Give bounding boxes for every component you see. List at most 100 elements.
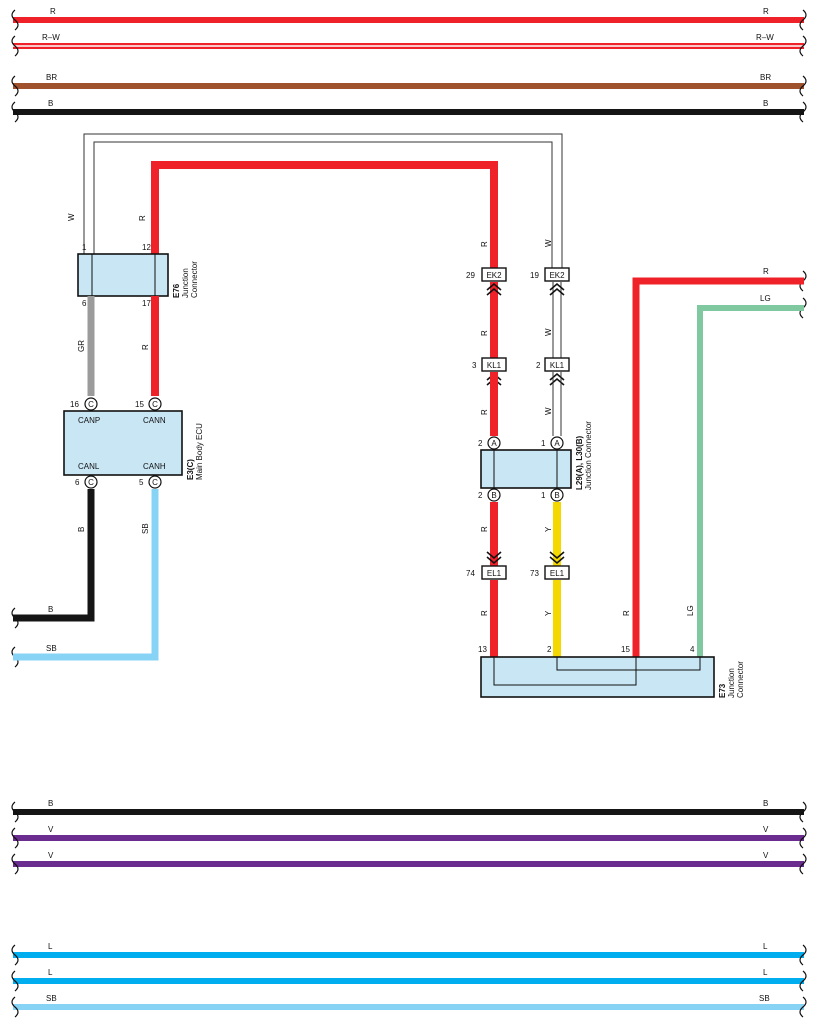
break-mark-right-10: [799, 996, 807, 1018]
ecu-pin-15-circle: [148, 397, 162, 411]
bus-wire-sb: SB SB: [13, 994, 804, 1010]
ek2-left-chevron-1: [486, 282, 502, 291]
wire-label-y-e73: Y: [544, 610, 553, 616]
wire-r-top: [151, 161, 498, 268]
kl1-chevrons: [486, 372, 565, 386]
bus-wire-br-right-label: BR: [760, 73, 771, 82]
wire-label-lg-e73: LG: [686, 605, 695, 616]
e73-pin-4: 4: [690, 645, 695, 654]
e76-id: E76: [172, 283, 181, 298]
el1-right-name: EL1: [550, 569, 565, 578]
bus-wire-v-2-right-label: V: [763, 851, 769, 860]
kl1-right-chevron-1: [549, 372, 565, 381]
ecu-signal-canp: CANP: [78, 416, 100, 425]
e73-pin-2: 2: [547, 645, 552, 654]
bus-wire-l-2-right-label: L: [763, 968, 768, 977]
el1-left-name: EL1: [487, 569, 502, 578]
e73-pin-15: 15: [621, 645, 630, 654]
break-mark-left-9: [11, 970, 19, 992]
l29-pin-1a-letter: A: [554, 439, 560, 448]
wire-label-w-left: W: [67, 213, 76, 221]
ecu-id: E3(C): [186, 459, 195, 480]
e76-pin-17: 17: [142, 299, 151, 308]
wire-label-b-ecu: B: [77, 527, 86, 532]
ecu-pin-5: 5: [139, 478, 144, 487]
break-mark-right-3: [799, 75, 807, 97]
ek2-right-chevron-2: [549, 287, 565, 296]
ek2-right-tag: [544, 267, 570, 282]
bus-wire-br: BR BR: [13, 73, 804, 89]
break-mark-right-9: [799, 970, 807, 992]
l29-pin-1b-letter: B: [554, 491, 559, 500]
wire-label-w-ek2-top: W: [544, 239, 553, 247]
ek2-left-name: EK2: [486, 271, 502, 280]
kl1-right-chevron-2: [549, 377, 565, 386]
break-mark-left-10: [11, 996, 19, 1018]
e76-pin-6: 6: [82, 299, 87, 308]
el1-connectors: EL1 74 EL1 73: [466, 565, 570, 580]
bus-wire-b-mid-left-label: B: [48, 799, 53, 808]
el1-chevrons: [486, 551, 565, 565]
break-mark-right-6: [799, 827, 807, 849]
ecu-signal-canl: CANL: [78, 462, 100, 471]
l29-pin-1a-circle: [550, 436, 564, 450]
bus-wire-br-left-label: BR: [46, 73, 57, 82]
bus-wire-r-w-left-label: R–W: [42, 33, 60, 42]
wire-label-r-top: R: [138, 215, 147, 221]
break-mark-right-1: [799, 9, 807, 31]
e73-name-2: Connector: [736, 661, 745, 698]
bus-wire-l-2-left-label: L: [48, 968, 53, 977]
e73-name: Junction: [727, 668, 736, 698]
wire-label-w-l29: W: [544, 407, 553, 415]
bus-lines: R R R–W R–W BR BR B B B B V V: [13, 7, 804, 1010]
l29-pin-2b-letter: B: [491, 491, 496, 500]
e76-name-2: Connector: [190, 261, 199, 298]
wire-b-ecu: [13, 489, 95, 622]
bus-wire-b-mid: B B: [13, 799, 804, 815]
bus-wire-v-2-left-label: V: [48, 851, 54, 860]
ek2-right-pin: 19: [530, 271, 539, 280]
ek2-chevrons: [486, 282, 565, 296]
kl1-right-name: KL1: [550, 361, 565, 370]
el1-left-tag: [481, 565, 507, 580]
bus-wire-r-w-right-label: R–W: [756, 33, 774, 42]
ek2-connectors: EK2 29 EK2 19: [466, 267, 570, 282]
bus-wire-sb-right-label: SB: [759, 994, 770, 1003]
e76-pin-1: 1: [82, 243, 87, 252]
break-mark-left-1: [11, 9, 19, 31]
wire-label-w-kl1: W: [544, 328, 553, 336]
ecu-body: [63, 410, 183, 476]
wire-label-y-el1: Y: [544, 526, 553, 532]
wire-label-r-e73a: R: [480, 610, 489, 616]
bus-wire-v-1: V V: [13, 825, 804, 841]
break-mark-right-8: [799, 944, 807, 966]
l29-name: Junction Connector: [584, 421, 593, 490]
break-mark-left-6: [11, 827, 19, 849]
bus-wire-r-w: R–W R–W: [13, 33, 804, 49]
ecu-pin-5-letter: C: [152, 478, 158, 487]
bus-wire-r: R R: [13, 7, 804, 23]
el1-right-chevron-1: [549, 551, 565, 560]
ecu-pin-16-circle: [84, 397, 98, 411]
bus-wire-l-1-left-label: L: [48, 942, 53, 951]
wire-lg-e73: [697, 305, 804, 657]
ecu-pin-6-circle: [84, 475, 98, 489]
wire-label-r-mid: R: [141, 344, 150, 350]
ek2-right-name: EK2: [549, 271, 565, 280]
wire-label-r-exit: R: [763, 267, 769, 276]
wire-label-b-exit: B: [48, 605, 53, 614]
wire-label-sb-ecu: SB: [141, 523, 150, 534]
break-mark-left-2: [11, 35, 19, 57]
e73-inner-bus-2: [556, 657, 701, 671]
break-mark-left-3: [11, 75, 19, 97]
wire-w-loop-inner: [93, 141, 553, 270]
el1-right-tag: [544, 565, 570, 580]
bus-wire-l-1: L L: [13, 942, 804, 958]
wire-w-loop: [83, 133, 563, 270]
el1-right-pin: 73: [530, 569, 539, 578]
ek2-left-tag: [481, 267, 507, 282]
break-mark-right-2: [799, 35, 807, 57]
ecu-signal-canh: CANH: [143, 462, 166, 471]
el1-left-chevron-1: [486, 551, 502, 560]
